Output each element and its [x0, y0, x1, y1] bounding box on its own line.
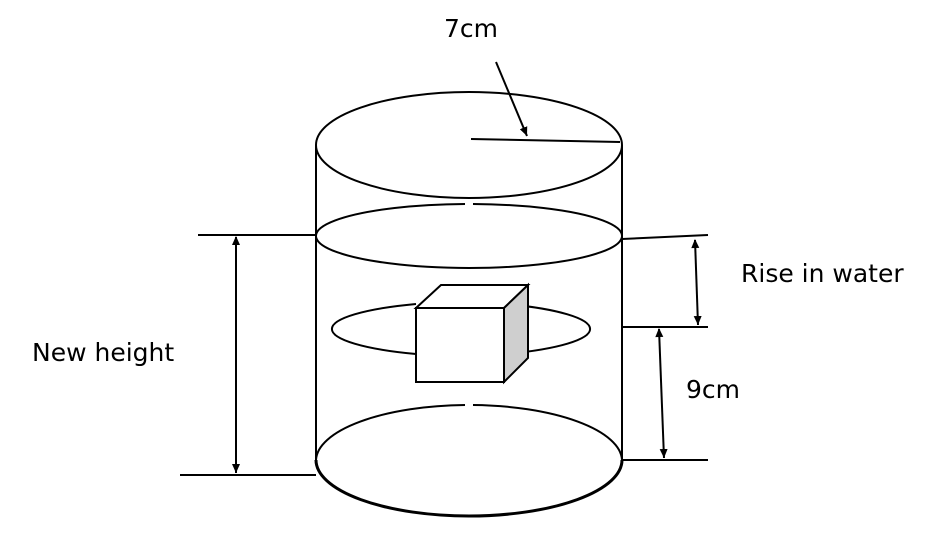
- cylinder-bottom-back-arc: [315, 404, 466, 461]
- new-water-level-ellipse: [315, 203, 623, 269]
- rise-in-water-arrow: [691, 239, 702, 326]
- new-height-label: New height: [32, 338, 175, 367]
- cylinder-top-ellipse: [315, 91, 623, 199]
- water-height-label: 9cm: [686, 375, 741, 404]
- radius-line: [470, 138, 621, 143]
- cylinder-bottom-back-arc-right: [472, 404, 623, 461]
- original-water-level-ellipse-right: [505, 303, 592, 355]
- cube-front-face: [415, 307, 505, 383]
- original-water-level-ellipse: [330, 303, 417, 355]
- water-height-arrow: [655, 328, 668, 459]
- rise-in-water-label: Rise in water: [741, 259, 904, 288]
- rise-top-guide: [621, 234, 709, 240]
- radius-label: 7cm: [444, 14, 499, 43]
- cylinder-bottom-front-arc: [314, 459, 624, 518]
- radius-pointer-arrow: [495, 61, 528, 137]
